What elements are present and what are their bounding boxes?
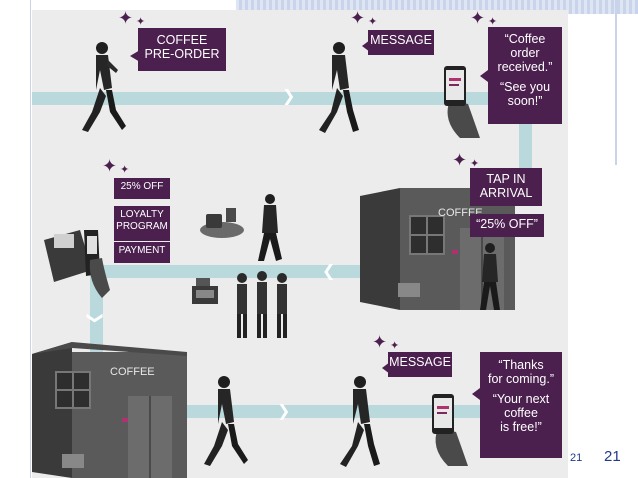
- customer-journey-infographic: ❯ ❮ ❯ ❯ COFFEE PRE-ORDER ✦ ✦ MESSAGE: [32, 10, 568, 478]
- payment-terminal-icon: [44, 230, 110, 298]
- sparkle-icon: ✦: [372, 332, 388, 353]
- path-arrow-icon: ❯: [282, 86, 296, 105]
- sparkle-icon: ✦: [470, 10, 486, 29]
- path-arrow-icon: ❯: [277, 401, 291, 420]
- slide-left-rule: [30, 0, 31, 478]
- message-label: MESSAGE: [368, 30, 434, 55]
- label-line: MESSAGE: [389, 355, 451, 369]
- sparkle-icon: ✦: [136, 15, 146, 28]
- quote-line: is free!”: [500, 420, 542, 434]
- walking-person-icon: [319, 42, 359, 133]
- label-pointer: [480, 70, 488, 82]
- label-line: MESSAGE: [370, 33, 432, 47]
- label-line: PRE-ORDER: [144, 47, 220, 61]
- people-queue-icon: [237, 271, 287, 338]
- coffee-shop-exit-storefront: [32, 342, 187, 478]
- phone-in-hand-icon: [444, 66, 480, 138]
- slide-right-rule: [615, 0, 617, 165]
- sparkle-icon: ✦: [120, 163, 130, 176]
- walking-person-icon: [82, 42, 126, 132]
- label-line: 25% OFF: [120, 181, 164, 192]
- sparkle-icon: ✦: [102, 156, 118, 177]
- quote-line: soon!”: [507, 94, 543, 108]
- discount-offer-label: “25% OFF”: [470, 214, 544, 237]
- quote-line: received.”: [497, 60, 553, 74]
- quote-line: “Your next: [492, 392, 550, 406]
- label-line: ARRIVAL: [479, 186, 533, 200]
- message-label: MESSAGE: [388, 352, 452, 377]
- tap-in-arrival-label: TAP IN ARRIVAL: [470, 168, 542, 206]
- quote-line: “See you: [499, 80, 551, 94]
- label-line: “25% OFF”: [476, 217, 538, 231]
- walking-person-icon: [204, 376, 248, 466]
- sparkle-icon: ✦: [470, 157, 480, 170]
- discount-label: 25% OFF: [114, 178, 170, 199]
- label-pointer: [382, 362, 390, 374]
- journey-path-middle: [90, 265, 390, 278]
- payment-label: PAYMENT: [114, 242, 170, 263]
- quote-line: “Coffee: [504, 32, 546, 46]
- sparkle-icon: ✦: [488, 15, 498, 28]
- sparkle-icon: ✦: [390, 339, 400, 352]
- sparkle-icon: ✦: [452, 150, 468, 171]
- label-line: TAP IN: [486, 172, 526, 186]
- loyalty-program-label: LOYALTY PROGRAM: [114, 206, 170, 241]
- slide-page-number: 21: [604, 448, 621, 465]
- phone-in-hand-icon: [432, 394, 468, 466]
- label-line: PAYMENT: [118, 245, 166, 256]
- path-arrow-icon: ❮: [322, 261, 336, 280]
- label-line: LOYALTY: [120, 209, 164, 220]
- path-arrow-icon: ❯: [86, 311, 106, 325]
- label-line: COFFEE: [156, 33, 208, 47]
- label-pointer: [362, 40, 370, 52]
- quote-line: order: [510, 46, 540, 60]
- thank-you-message: “Thanks for coming.” “Your next coffee i…: [480, 352, 562, 458]
- order-confirmation-message: “Coffee order received.” “See you soon!”: [488, 27, 562, 124]
- slide-footer-number: 21: [570, 452, 583, 464]
- label-line: PROGRAM: [116, 221, 168, 232]
- label-pointer: [130, 50, 140, 62]
- label-pointer: [472, 388, 480, 400]
- walking-person-icon: [340, 376, 380, 467]
- quote-line: for coming.”: [488, 372, 554, 386]
- shop-sign: COFFEE: [110, 366, 155, 378]
- cash-register-icon: [192, 278, 218, 304]
- sparkle-icon: ✦: [118, 10, 134, 29]
- customer-walking-icon: [258, 194, 282, 261]
- coffee-pre-order-label: COFFEE PRE-ORDER: [138, 28, 226, 71]
- quote-line: “Thanks: [498, 358, 544, 372]
- journey-path-top: [32, 92, 532, 105]
- coffee-cup-and-card-reader-icon: [200, 208, 244, 238]
- sparkle-icon: ✦: [368, 15, 378, 28]
- customer-at-door-icon: [480, 243, 500, 310]
- sparkle-icon: ✦: [350, 10, 366, 29]
- quote-line: coffee: [504, 406, 538, 420]
